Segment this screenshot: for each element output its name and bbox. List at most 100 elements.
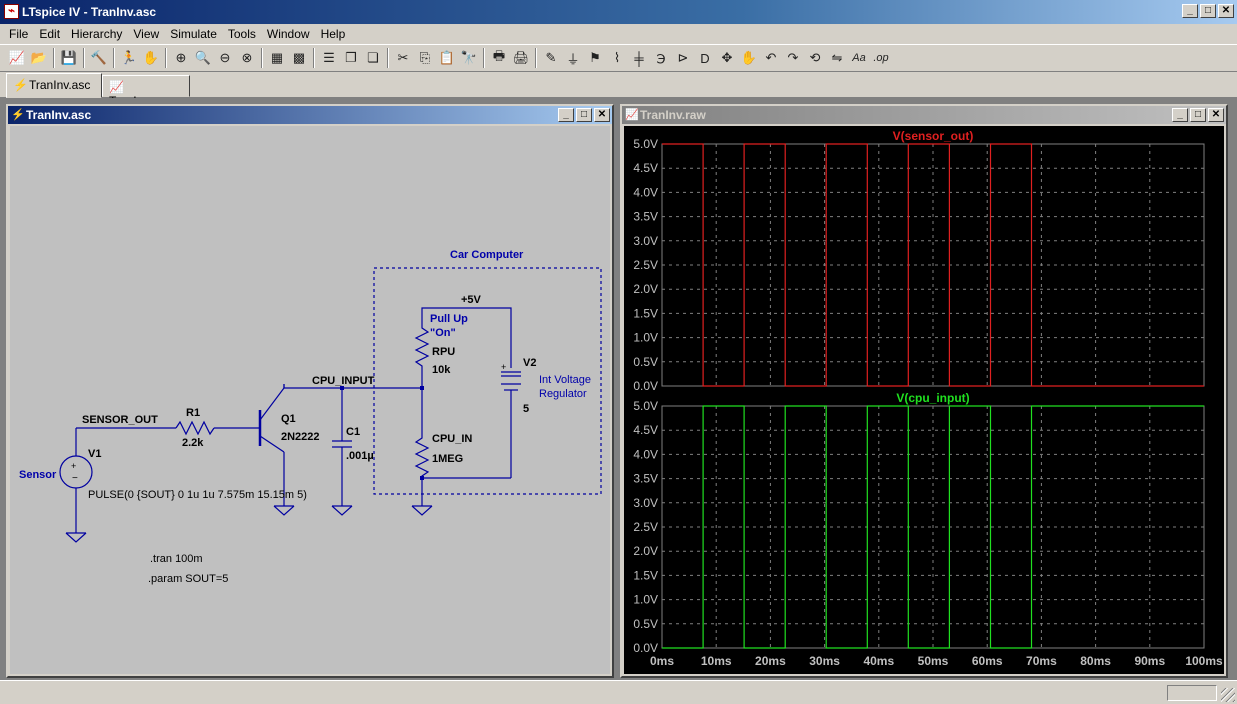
y-tick-label: 1.5V <box>633 568 658 582</box>
copy-icon[interactable]: ⎘ <box>419 50 431 65</box>
trace-title-2[interactable]: V(cpu_input) <box>896 391 969 405</box>
y-tick-label: 2.5V <box>633 258 658 272</box>
menu-simulate[interactable]: Simulate <box>170 27 217 41</box>
zoom-out-icon[interactable]: ⊖ <box>219 50 231 65</box>
zoom-in-icon[interactable]: ⊕ <box>175 50 187 65</box>
waveform-plot[interactable]: 0.0V0.5V1.0V1.5V2.0V2.5V3.0V3.5V4.0V4.5V… <box>624 126 1224 674</box>
trace-2[interactable] <box>662 405 1204 649</box>
tile-horizontal-icon[interactable]: ☰ <box>323 50 335 65</box>
draw-wire-icon[interactable]: ✎ <box>545 50 557 65</box>
schematic-canvas[interactable]: + + − Car Computer +5V Pull Up "On" RPU … <box>10 126 610 674</box>
spice-directive-icon[interactable]: .op <box>873 52 889 64</box>
resize-grip[interactable] <box>1221 688 1235 702</box>
control-panel-icon[interactable]: 🔨 <box>90 50 108 65</box>
run-icon[interactable]: 🏃 <box>120 50 138 65</box>
menu-edit[interactable]: Edit <box>39 27 61 41</box>
close-button[interactable]: ✕ <box>1218 4 1234 18</box>
cascade-icon[interactable]: ❐ <box>345 50 357 65</box>
plot-pane-1[interactable]: 0.0V0.5V1.0V1.5V2.0V2.5V3.0V3.5V4.0V4.5V… <box>633 129 1205 393</box>
print-icon[interactable]: 🖨 <box>512 50 530 65</box>
capacitor-icon[interactable]: ╪ <box>634 50 644 66</box>
x-tick-label: 80ms <box>1080 654 1111 668</box>
toolbar-separator <box>387 48 389 68</box>
y-tick-label: 0.5V <box>633 617 658 631</box>
cut-icon[interactable]: ✂ <box>397 50 409 65</box>
schematic-maximize-button[interactable]: □ <box>576 108 592 122</box>
tile-vertical-icon[interactable]: ❏ <box>367 50 379 65</box>
r1-label: R1 <box>186 407 200 419</box>
inductor-icon[interactable]: ℈ <box>656 50 666 65</box>
schematic-drawing[interactable]: + + − Car Computer +5V Pull Up "On" RPU … <box>10 126 610 674</box>
trace-title-1[interactable]: V(sensor_out) <box>893 129 974 143</box>
menu-hierarchy[interactable]: Hierarchy <box>71 27 123 41</box>
menu-window[interactable]: Window <box>266 27 310 41</box>
maximize-button[interactable]: □ <box>1200 4 1216 18</box>
drag-icon[interactable]: ✋ <box>740 50 758 65</box>
waveform-minimize-button[interactable]: _ <box>1172 108 1188 122</box>
toolbar-separator <box>483 48 485 68</box>
y-tick-label: 0.0V <box>633 641 658 655</box>
app-title: LTspice IV - TranInv.asc <box>22 5 157 19</box>
waveform-close-button[interactable]: ✕ <box>1208 108 1224 122</box>
y-tick-label: 1.0V <box>633 331 658 345</box>
y-tick-label: 4.5V <box>633 423 658 437</box>
rotate-icon[interactable]: ⟲ <box>809 50 821 65</box>
rpu-value: 10k <box>432 364 451 376</box>
x-tick-label: 0ms <box>650 654 674 668</box>
new-schematic-icon[interactable]: 📈 <box>8 50 26 65</box>
svg-text:+: + <box>71 461 76 471</box>
pan-icon[interactable]: 🔍 <box>194 50 212 65</box>
v2-desc-1: Int Voltage <box>539 374 591 386</box>
trace-1[interactable] <box>662 143 1204 387</box>
y-tick-label: 4.5V <box>633 161 658 175</box>
resistor-icon[interactable]: ⌇ <box>613 50 621 65</box>
zoom-fit-icon[interactable]: ⊗ <box>241 50 253 65</box>
text-icon[interactable]: Aa <box>852 52 866 64</box>
app-titlebar: ⌁ LTspice IV - TranInv.asc _ □ ✕ <box>0 0 1237 24</box>
toolbar-separator <box>535 48 537 68</box>
ltspice-app-icon[interactable]: ⌁ <box>4 4 19 19</box>
halt-icon[interactable]: ✋ <box>142 50 160 65</box>
label-net-icon[interactable]: ⚑ <box>589 50 601 65</box>
component-icon[interactable]: D <box>700 50 710 66</box>
schematic-window-titlebar[interactable]: ⚡ TranInv.asc _ □ ✕ <box>8 106 612 124</box>
diode-icon[interactable]: ⊳ <box>677 50 689 65</box>
waveform-window-titlebar[interactable]: 📈 TranInv.raw _ □ ✕ <box>622 106 1226 124</box>
tab-traninv-asc[interactable]: ⚡TranInv.asc <box>6 73 102 98</box>
schematic-minimize-button[interactable]: _ <box>558 108 574 122</box>
move-icon[interactable]: ✥ <box>721 50 733 65</box>
x-tick-label: 70ms <box>1026 654 1057 668</box>
menu-file[interactable]: File <box>9 27 29 41</box>
schematic-close-button[interactable]: ✕ <box>594 108 610 122</box>
save-icon[interactable]: 💾 <box>60 50 78 65</box>
pullup-label-2: "On" <box>430 327 456 339</box>
c1-label: C1 <box>346 426 360 438</box>
ground-icon[interactable]: ⏚ <box>566 51 580 67</box>
x-tick-label: 40ms <box>863 654 894 668</box>
tab-traninv-raw[interactable]: 📈TranInv.raw <box>102 75 190 108</box>
paste-icon[interactable]: 📋 <box>438 50 456 65</box>
y-tick-label: 4.0V <box>633 185 658 199</box>
status-bar <box>0 680 1237 704</box>
menu-tools[interactable]: Tools <box>227 27 256 41</box>
tran-directive: .tran 100m <box>150 553 203 565</box>
undo-icon[interactable]: ↶ <box>765 50 777 65</box>
grid-icon[interactable]: ▩ <box>292 50 306 65</box>
autorange-icon[interactable]: ▦ <box>270 50 284 65</box>
q1-label: Q1 <box>281 413 296 425</box>
waveform-maximize-button[interactable]: □ <box>1190 108 1206 122</box>
redo-icon[interactable]: ↷ <box>787 50 799 65</box>
open-icon[interactable]: 📂 <box>30 50 48 65</box>
minimize-button[interactable]: _ <box>1182 4 1198 18</box>
mirror-icon[interactable]: ⇋ <box>831 50 843 65</box>
find-icon[interactable]: 🔭 <box>460 50 478 65</box>
menu-help[interactable]: Help <box>320 27 346 41</box>
toolbar-separator <box>261 48 263 68</box>
menu-view[interactable]: View <box>133 27 160 41</box>
plot-pane-2[interactable]: 0.0V0.5V1.0V1.5V2.0V2.5V3.0V3.5V4.0V4.5V… <box>633 391 1205 655</box>
print-setup-icon[interactable]: 🖶 <box>492 48 506 63</box>
schematic-window[interactable]: ⚡ TranInv.asc _ □ ✕ <box>6 104 614 678</box>
cpu-in-value: 1MEG <box>432 453 463 465</box>
